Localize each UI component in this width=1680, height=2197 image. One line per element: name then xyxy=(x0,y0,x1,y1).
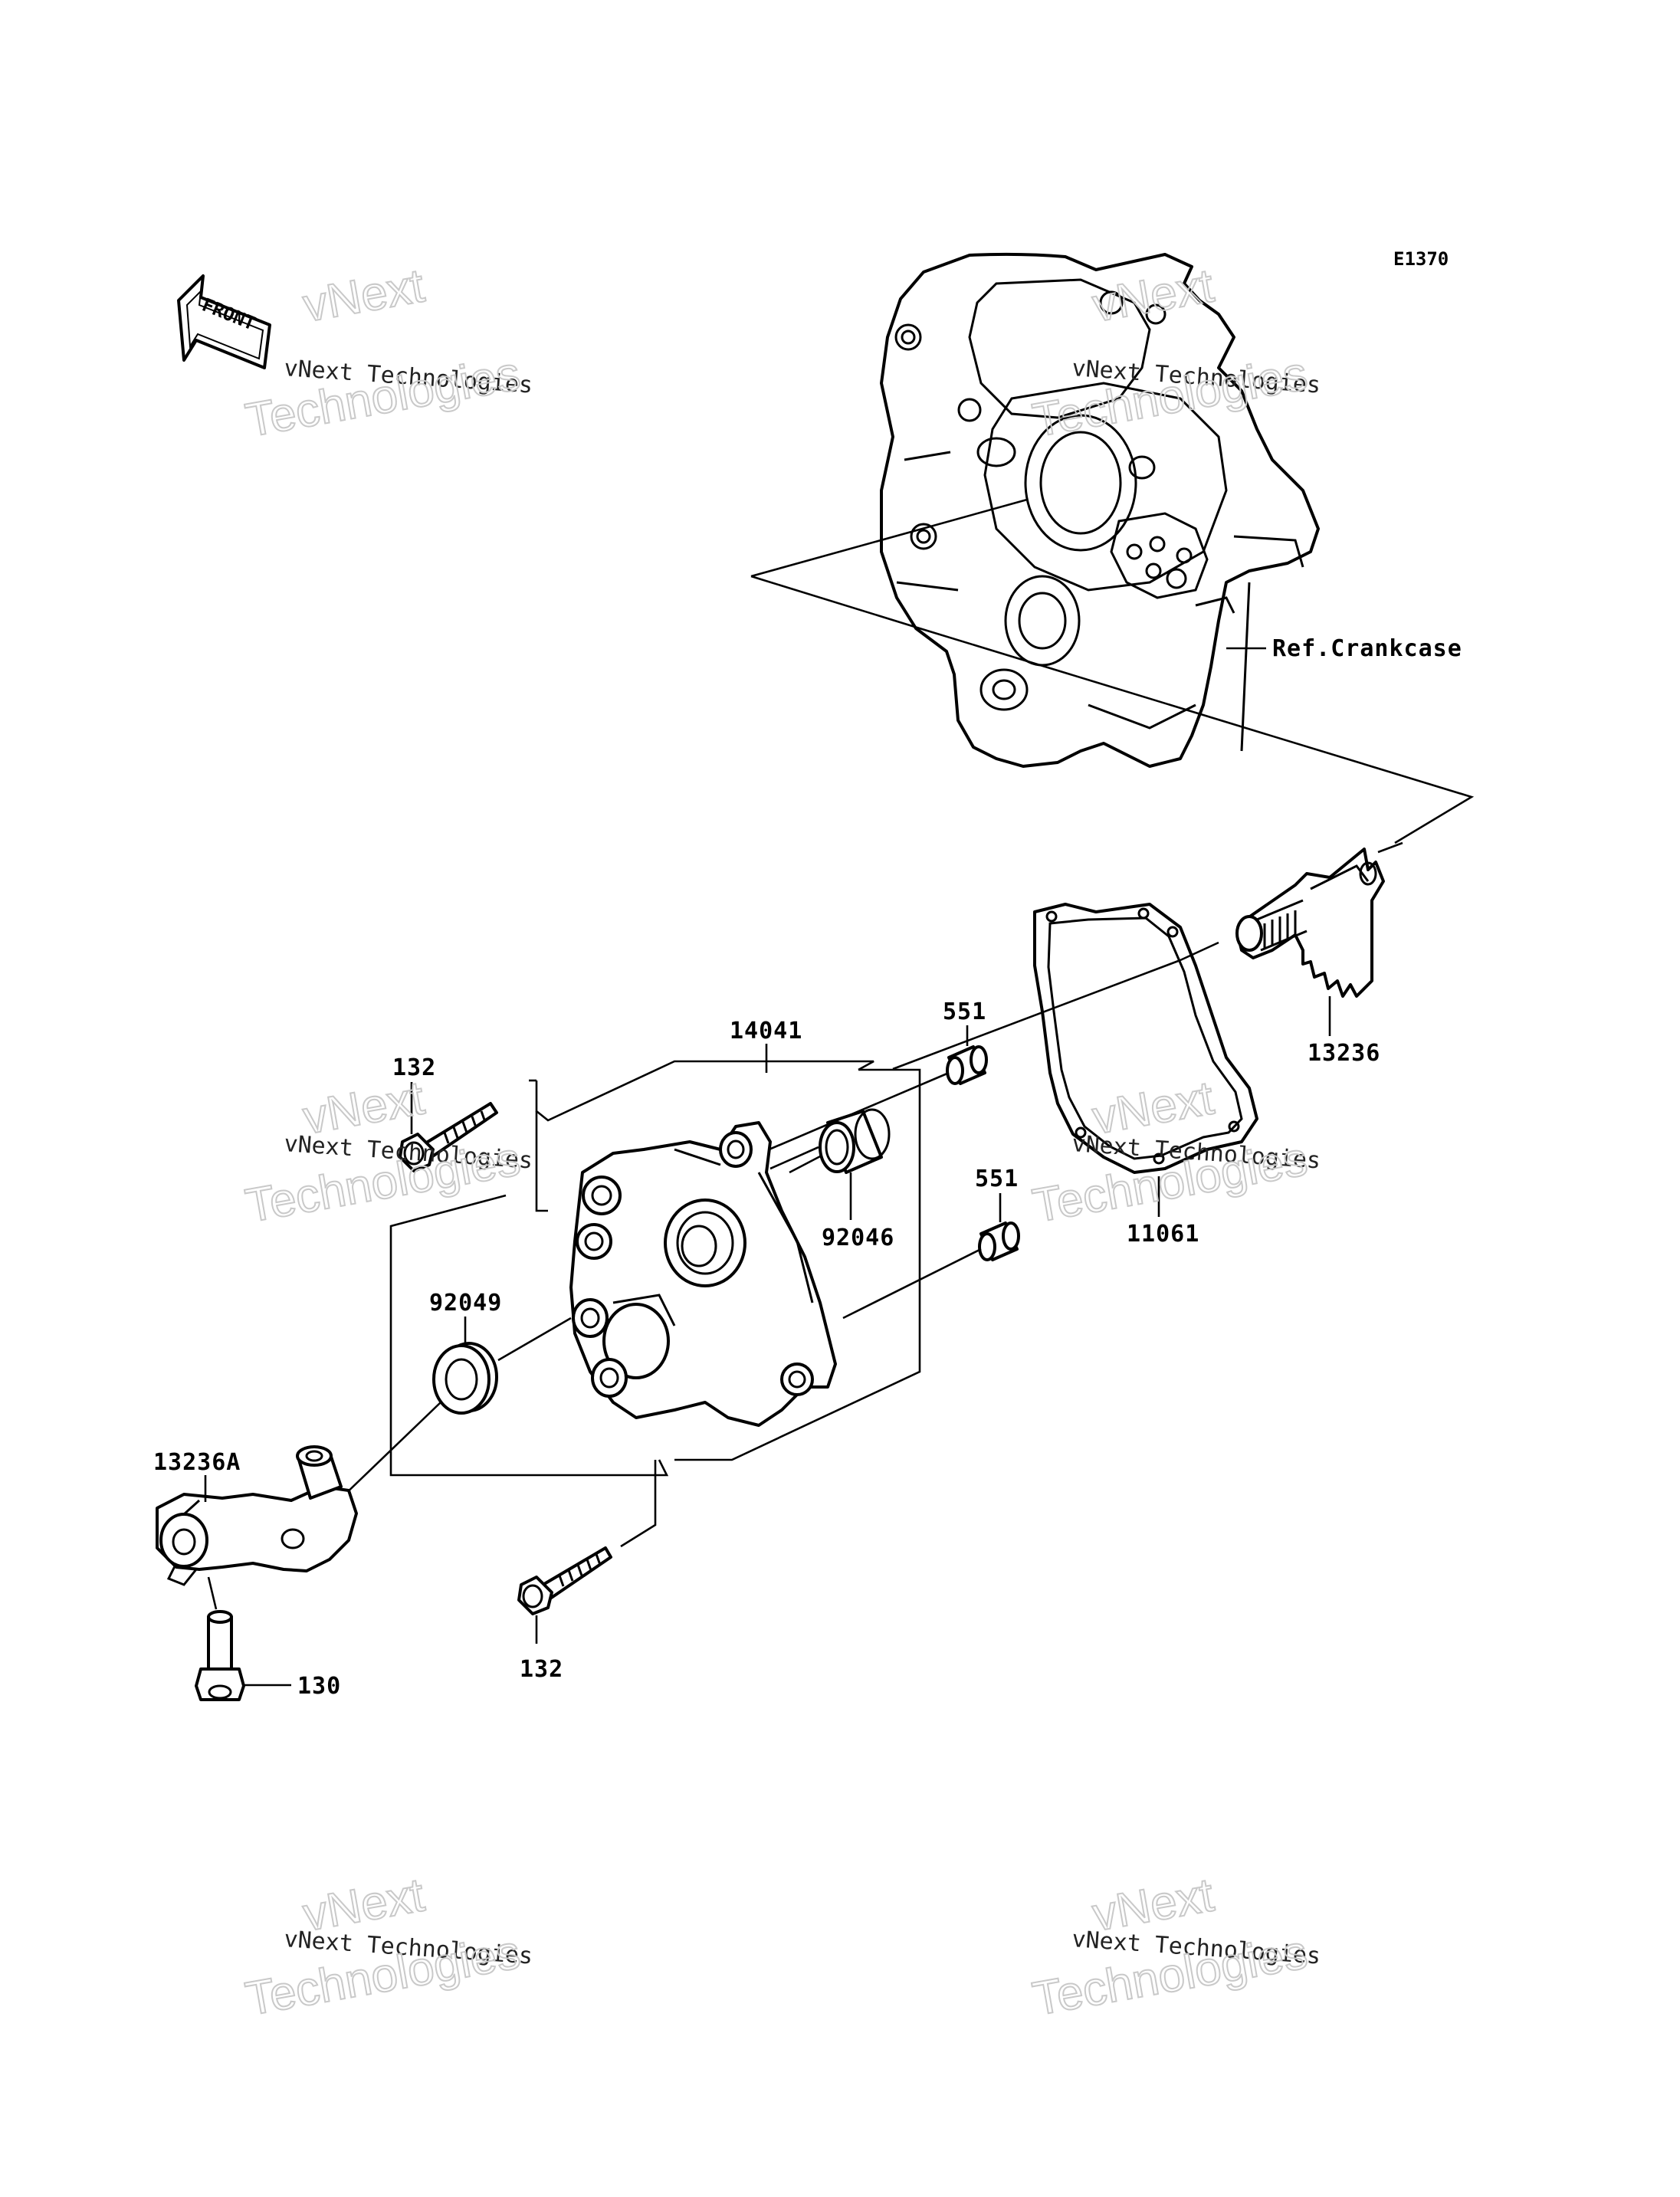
callout-13236A: 13236A xyxy=(153,1449,241,1476)
watermark-5: vNext vNext Technologies Technologies xyxy=(241,1867,533,2026)
watermark-6: vNext vNext Technologies Technologies xyxy=(1028,1867,1321,2026)
bolt-bottom-line xyxy=(620,1460,657,1548)
callout-92049: 92049 xyxy=(429,1290,502,1317)
svg-text:vNext: vNext xyxy=(299,259,428,332)
shift-arm-13236A xyxy=(156,1445,358,1586)
gasket-shaft-line xyxy=(1180,941,1219,962)
oil-seal-92049 xyxy=(432,1342,498,1415)
cover-bearing-line xyxy=(769,1146,819,1170)
shaft-axis-line xyxy=(892,959,1181,1071)
needle-bearing-92046 xyxy=(819,1108,891,1174)
callout-13236: 13236 xyxy=(1308,1040,1380,1067)
seal-axis-line xyxy=(497,1317,572,1362)
cover-14041-bracket xyxy=(389,1044,921,1477)
callout-11061: 11061 xyxy=(1127,1221,1199,1248)
callout-551-mid: 551 xyxy=(975,1166,1019,1192)
seal-arm-line xyxy=(340,1402,441,1499)
gasket-11061 xyxy=(1033,903,1258,1174)
watermark-4: vNext vNext Technologies Technologies xyxy=(1028,1071,1321,1233)
bolt-130 xyxy=(195,1610,245,1701)
projection-line-2 xyxy=(750,575,1475,844)
arm-bolt-axis xyxy=(207,1576,218,1610)
shaft-end-line xyxy=(1377,841,1403,854)
watermark-3: vNext vNext Technologies Technologies xyxy=(241,1071,533,1233)
callout-92046: 92046 xyxy=(822,1225,894,1251)
watermark-1: vNext vNext Technologies Technologies xyxy=(241,258,533,448)
bolt-132-top xyxy=(399,1102,498,1172)
callout-132-bottom: 132 xyxy=(520,1656,563,1683)
callout-132-top: 132 xyxy=(392,1054,436,1081)
bolt-132-bottom xyxy=(517,1546,612,1615)
callout-551-top: 551 xyxy=(943,998,986,1025)
diagram-code: E1370 xyxy=(1393,248,1449,270)
pin-mid-axis xyxy=(842,1248,982,1320)
pin-top-axis xyxy=(750,1071,950,1159)
callout-130: 130 xyxy=(297,1673,341,1700)
front-arrow-icon: FRONT xyxy=(177,274,271,369)
cover-14041 xyxy=(569,1121,837,1427)
dowel-pin-551-mid xyxy=(978,1221,1020,1261)
callout-14041: 14041 xyxy=(730,1018,802,1044)
projection-line-1 xyxy=(750,498,1028,578)
ref-crankcase-label: Ref.Crankcase xyxy=(1272,635,1462,662)
dowel-pin-551-top xyxy=(946,1045,988,1085)
bearing-axis-line xyxy=(789,1154,822,1174)
shift-shaft-13236 xyxy=(1235,848,1385,998)
crankcase-reference xyxy=(880,252,1320,768)
